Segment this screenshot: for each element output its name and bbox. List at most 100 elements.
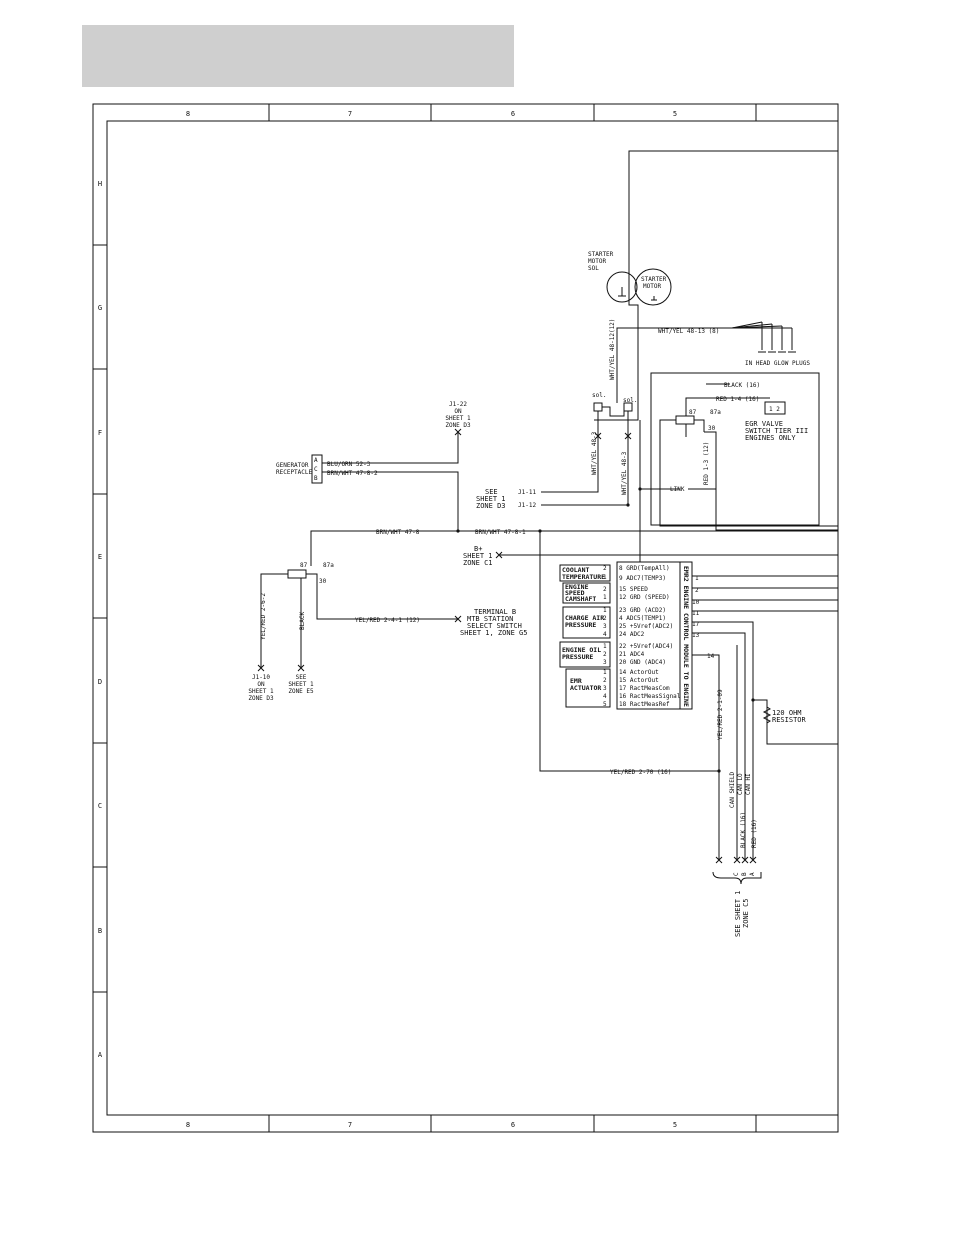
ecm-in-0: 8 GRD(TempAll): [619, 565, 670, 572]
egr-label-2: SWITCH TIER III: [745, 427, 808, 435]
ecm-inputs: 8 GRD(TempAll) 9 ADC7(TEMP3) 15 SPEED 12…: [619, 565, 681, 708]
col-label-top-7: 7: [348, 110, 352, 118]
ecm-out-14: 14: [707, 653, 715, 660]
generator-label-2: RECEPTACLE: [276, 469, 313, 476]
emr-pin-5: 5: [603, 701, 607, 708]
sensor-charge-air: [562, 606, 611, 639]
header-bar: [82, 25, 514, 87]
col-label-top-8: 8: [186, 110, 190, 118]
j1-11-label: J1-11: [518, 489, 536, 496]
glow-plugs-label: IN HEAD GLOW PLUGS: [745, 360, 810, 367]
can-black-label: BLACK (16): [740, 812, 747, 848]
emr-pin-1: 1: [603, 669, 607, 676]
column-ticks: [268, 104, 757, 1132]
can-red-label: RED (16): [751, 819, 758, 848]
ecm-output-wires: [692, 575, 838, 860]
can-see-label-2: ZONE C5: [742, 898, 750, 928]
starter-sol-label-1: STARTER: [588, 251, 614, 258]
j1-22-label-4: ZONE D3: [445, 422, 471, 429]
see-sheet-label-1: SEE: [485, 488, 498, 496]
emr-name-1: EMR: [570, 677, 582, 685]
oil-pin-1: 1: [603, 643, 607, 650]
see-e5-label-1: SEE: [296, 674, 307, 681]
ecm-out-1: 1: [695, 575, 699, 582]
glow-plug-circuit: [616, 321, 796, 403]
egr-label-3: ENGINES ONLY: [745, 434, 796, 442]
oil-pin-3: 3: [603, 659, 607, 666]
wht-yel-48-3-a: WHT/YEL 48-3: [591, 431, 598, 475]
starter-motor-label-1: STARTER: [641, 276, 667, 283]
egr-label-1: EGR VALVE: [745, 420, 783, 428]
emr-pin-2: 2: [603, 677, 607, 684]
ecm-in-3: 12 GRD (SPEED): [619, 594, 670, 601]
ecm-title-strip: [679, 561, 693, 710]
x-terminal-marks: [257, 428, 757, 864]
emr-name-2: ACTUATOR: [570, 684, 601, 692]
ecm-in-7: 24 ADC2: [619, 631, 645, 638]
relay2-black: BLACK: [299, 612, 306, 630]
ecm-in-15: 18 RactMeasRef: [619, 701, 670, 708]
see-e5-label-2: SHEET 1: [288, 681, 314, 688]
coolant-pin-2: 2: [603, 565, 607, 572]
oil-name-2: PRESSURE: [562, 653, 593, 661]
yel-red-270-label: YEL/RED 2-70 (16): [610, 769, 671, 776]
bplus-label-2: SHEET 1: [463, 552, 493, 560]
gen-pin-c: C: [314, 466, 318, 473]
ecm-in-9: 21 ADC4: [619, 651, 645, 658]
row-label-A: A: [98, 1051, 103, 1059]
starter-sol-label-2: MOTOR: [588, 258, 606, 265]
row-label-C: C: [98, 802, 102, 810]
ecm-in-8: 22 +5Vref(ADC4): [619, 643, 673, 650]
wht-yel-48-3-b: WHT/YEL 48-3: [621, 451, 628, 495]
egr-link-label: LINK: [670, 486, 685, 493]
ecm-out-10: 10: [692, 599, 700, 606]
charge-pin-3: 3: [603, 623, 607, 630]
speed-pin-1: 1: [603, 594, 607, 601]
brn-wht-left-label: BRN/WHT 47-8: [376, 529, 420, 536]
ecm-in-6: 25 +5Vref(ADC2): [619, 623, 673, 630]
terminal-b-label-3: SELECT SWITCH: [467, 622, 522, 630]
oil-name-1: ENGINE OIL: [562, 646, 601, 654]
relay2-87: 87: [300, 562, 308, 569]
col-label-top-5: 5: [673, 110, 677, 118]
charge-pin-2: 2: [603, 615, 607, 622]
ecm-in-4: 23 GRD (ACD2): [619, 607, 666, 614]
bplus-label-1: B+: [474, 545, 482, 553]
resistor-label-1: 120 OHM: [772, 709, 802, 717]
relay2-yel-red: YEL/RED 2-6-2: [260, 593, 267, 640]
relay2-30: 30: [319, 578, 327, 585]
coolant-name-1: COOLANT: [562, 566, 589, 574]
row-label-D: D: [98, 678, 102, 686]
egr-box: [650, 372, 820, 526]
col-label-bottom-5: 5: [673, 1121, 677, 1129]
yel-red-2109-label: YEL/RED 2-1-09: [717, 689, 724, 740]
j1-22-label-3: SHEET 1: [445, 415, 471, 422]
charge-name-2: PRESSURE: [565, 621, 596, 629]
j1-11-12-wires: [541, 490, 628, 506]
charge-name-1: CHARGE AIR: [565, 614, 604, 622]
j1-10-label-4: ZONE D3: [248, 695, 274, 702]
egr-black-label: BLACK (16): [724, 382, 760, 389]
charge-pin-4: 4: [603, 631, 607, 638]
sensor-oil: [559, 641, 611, 668]
relay2-yel-red-241: YEL/RED 2-4-1 (12): [355, 617, 420, 624]
starter-motor-circuit: [594, 150, 838, 421]
ecm-out-11: 11: [692, 610, 700, 617]
row-label-E: E: [98, 553, 102, 561]
ecm-out-17: 17: [692, 621, 700, 628]
can-see-label-1: SEE SHEET 1: [734, 891, 742, 937]
sensor-coolant: [559, 564, 611, 582]
relay2-87a: 87a: [323, 562, 334, 569]
egr-red-label: RED 1-4 (16): [716, 396, 759, 403]
can-pin-b: B: [741, 872, 748, 876]
can-shield-label: CAN SHIELD: [729, 771, 736, 808]
ecm-in-10: 20 GND (ADC4): [619, 659, 666, 666]
glow-wire-vertical-label: WHT/YEL 48-12(12): [609, 319, 616, 380]
gen-wire2-label: BRN/WHT 47-8-2: [327, 470, 378, 477]
glow-wire-label: WHT/YEL 48-13 (8): [658, 328, 719, 335]
brn-wht-right-label: BRN/WHT 47-8-1: [475, 529, 526, 536]
egr-pins-label: 1 2: [769, 406, 780, 413]
see-e5-label-3: ZONE E5: [288, 688, 314, 695]
col-label-bottom-8: 8: [186, 1121, 190, 1129]
egr-relay-87a: 87a: [710, 409, 721, 416]
